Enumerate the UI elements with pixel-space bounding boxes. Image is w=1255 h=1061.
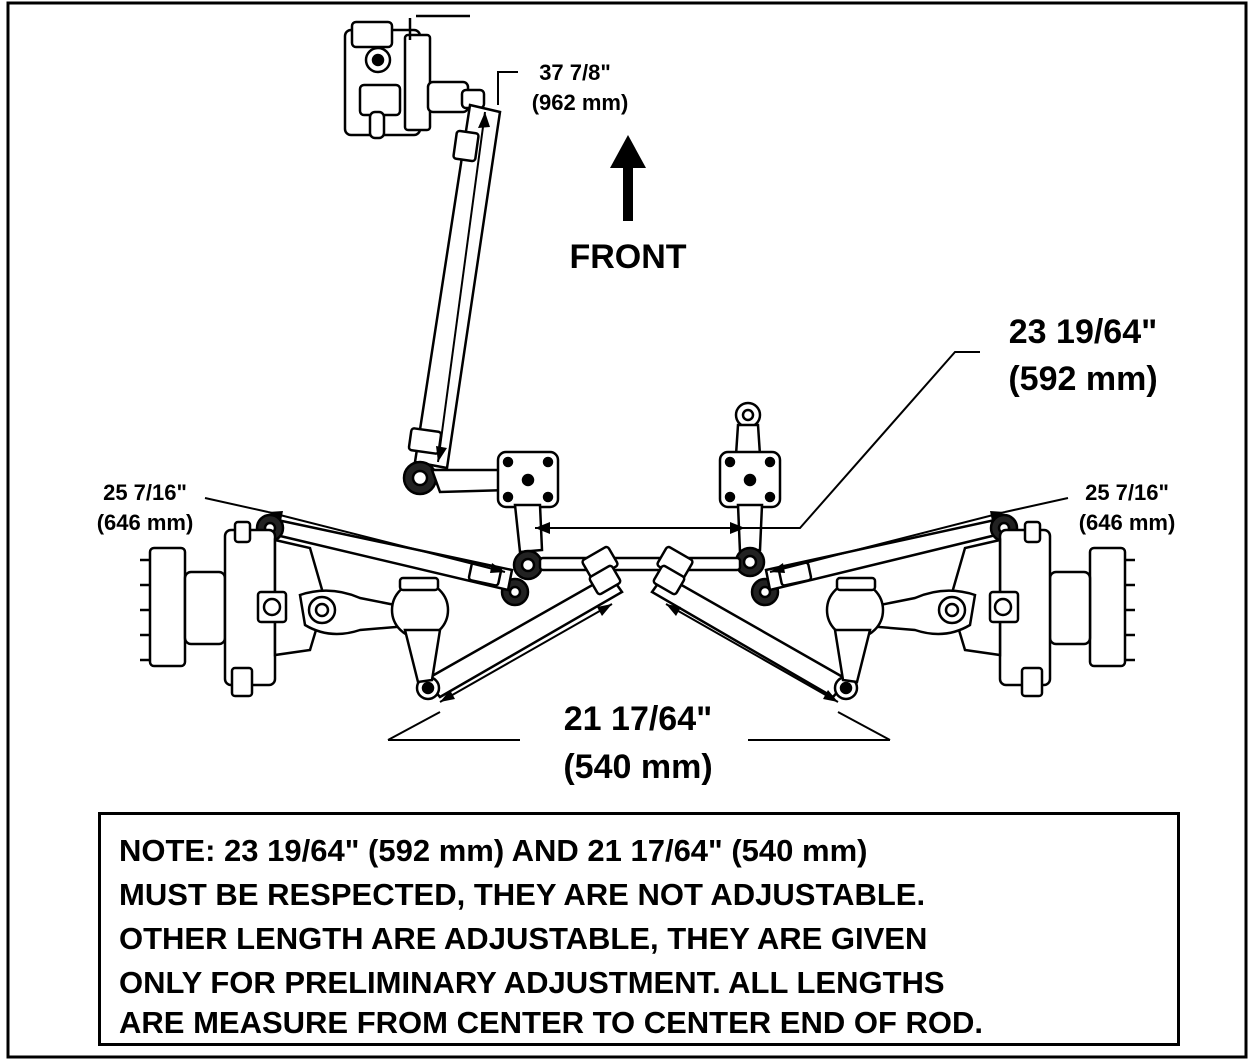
note-box: NOTE: 23 19/64" (592 mm) AND 21 17/64" (… (98, 812, 1180, 1046)
center-rod-imperial: 23 19/64" (1009, 313, 1157, 351)
note-line-1: NOTE: 23 19/64" (592 mm) AND 21 17/64" (… (119, 833, 868, 868)
right-rod-metric: (646 mm) (1079, 510, 1176, 535)
tie-rod-dimension (387, 603, 891, 741)
left-rod-metric: (646 mm) (97, 510, 194, 535)
center-link (538, 545, 742, 581)
note-line-4: ONLY FOR PRELIMINARY ADJUSTMENT. ALL LEN… (119, 965, 945, 1000)
right-knuckle-hub (825, 520, 1135, 698)
right-rod-imperial: 25 7/16" (1085, 480, 1169, 505)
right-tie-rod (650, 564, 859, 701)
center-rod-metric: (592 mm) (1008, 360, 1157, 398)
left-rod-imperial: 25 7/16" (103, 480, 187, 505)
left-tie-rod (415, 564, 624, 701)
right-idler-bracket (718, 401, 782, 607)
steering-rod-dimension (436, 71, 518, 463)
tie-rod-imperial: 21 17/64" (564, 700, 712, 738)
note-line-3: OTHER LENGTH ARE ADJUSTABLE, THEY ARE GI… (119, 921, 928, 956)
tie-rod-metric: (540 mm) (563, 748, 712, 786)
center-rod-dimension (535, 351, 980, 534)
steering-rod-metric: (962 mm) (532, 90, 629, 115)
steering-rod-imperial: 37 7/8" (539, 60, 611, 85)
front-label: FRONT (569, 238, 686, 276)
right-rod-dimension (769, 497, 1069, 573)
note-line-2: MUST BE RESPECTED, THEY ARE NOT ADJUSTAB… (119, 877, 926, 912)
left-knuckle-hub (140, 520, 450, 698)
note-line-5: ARE MEASURE FROM CENTER TO CENTER END OF… (119, 1005, 984, 1040)
left-rod-dimension (204, 497, 506, 573)
left-idler-bracket (496, 450, 560, 607)
drag-link (402, 103, 512, 496)
page-frame (6, 1, 1248, 1059)
steering-gearbox (343, 14, 486, 140)
front-arrow-icon (610, 135, 646, 221)
